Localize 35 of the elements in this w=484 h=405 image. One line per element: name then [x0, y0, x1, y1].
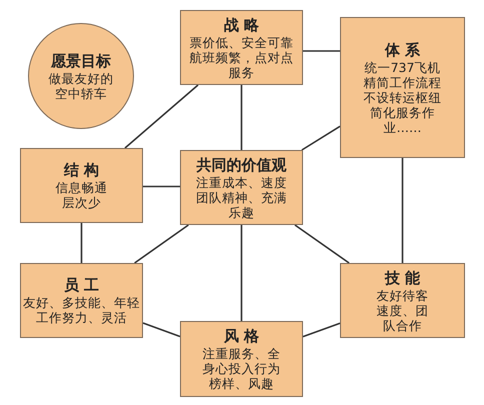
box-text: 统一737飞机精简工作流程不设转运枢纽简化服务作业……: [362, 60, 442, 134]
connector-line: [402, 158, 404, 263]
topic-box: [180, 10, 303, 85]
box-heading: 共同的价值观: [196, 156, 286, 174]
connector-line: [294, 224, 350, 264]
core-box: [180, 150, 303, 225]
box-heading: 风 格: [224, 327, 260, 346]
connector-line: [302, 322, 340, 338]
connector-line: [80, 223, 82, 263]
connector-line: [301, 126, 340, 151]
box-heading: 技 能: [384, 268, 420, 288]
box-text: 做最友好的空中轿车: [48, 70, 114, 100]
connector-line: [143, 186, 180, 188]
connector-line: [240, 225, 242, 321]
connector-line: [142, 322, 180, 338]
topic-box: [20, 148, 143, 223]
box-heading: 愿景目标: [51, 52, 111, 70]
box-text: 友好、多技能、年轻工作努力、灵活: [22, 295, 140, 325]
box-heading: 战 略: [224, 16, 260, 34]
topic-box: [180, 321, 303, 397]
box-text: 友好待客速度、团队合作: [376, 288, 430, 332]
topic-box: [20, 263, 143, 338]
box-text: 注重成本、速度团队精神、充满乐趣: [195, 174, 288, 220]
box-text: 注重服务、全身心投入行为榜样、风趣: [202, 346, 282, 391]
box-heading: 员 工: [64, 276, 100, 295]
topic-box: [340, 263, 465, 338]
connector-line: [124, 84, 199, 149]
topic-box: [340, 17, 465, 158]
connector-line: [240, 85, 242, 150]
connector-line: [303, 50, 340, 52]
box-text: 票价低、安全可靠航班频繁，点对点服务: [188, 34, 294, 80]
box-heading: 结 构: [64, 161, 100, 180]
box-text: 信息畅通层次少: [54, 180, 108, 210]
connector-line: [134, 224, 189, 264]
box-heading: 体 系: [384, 40, 420, 60]
